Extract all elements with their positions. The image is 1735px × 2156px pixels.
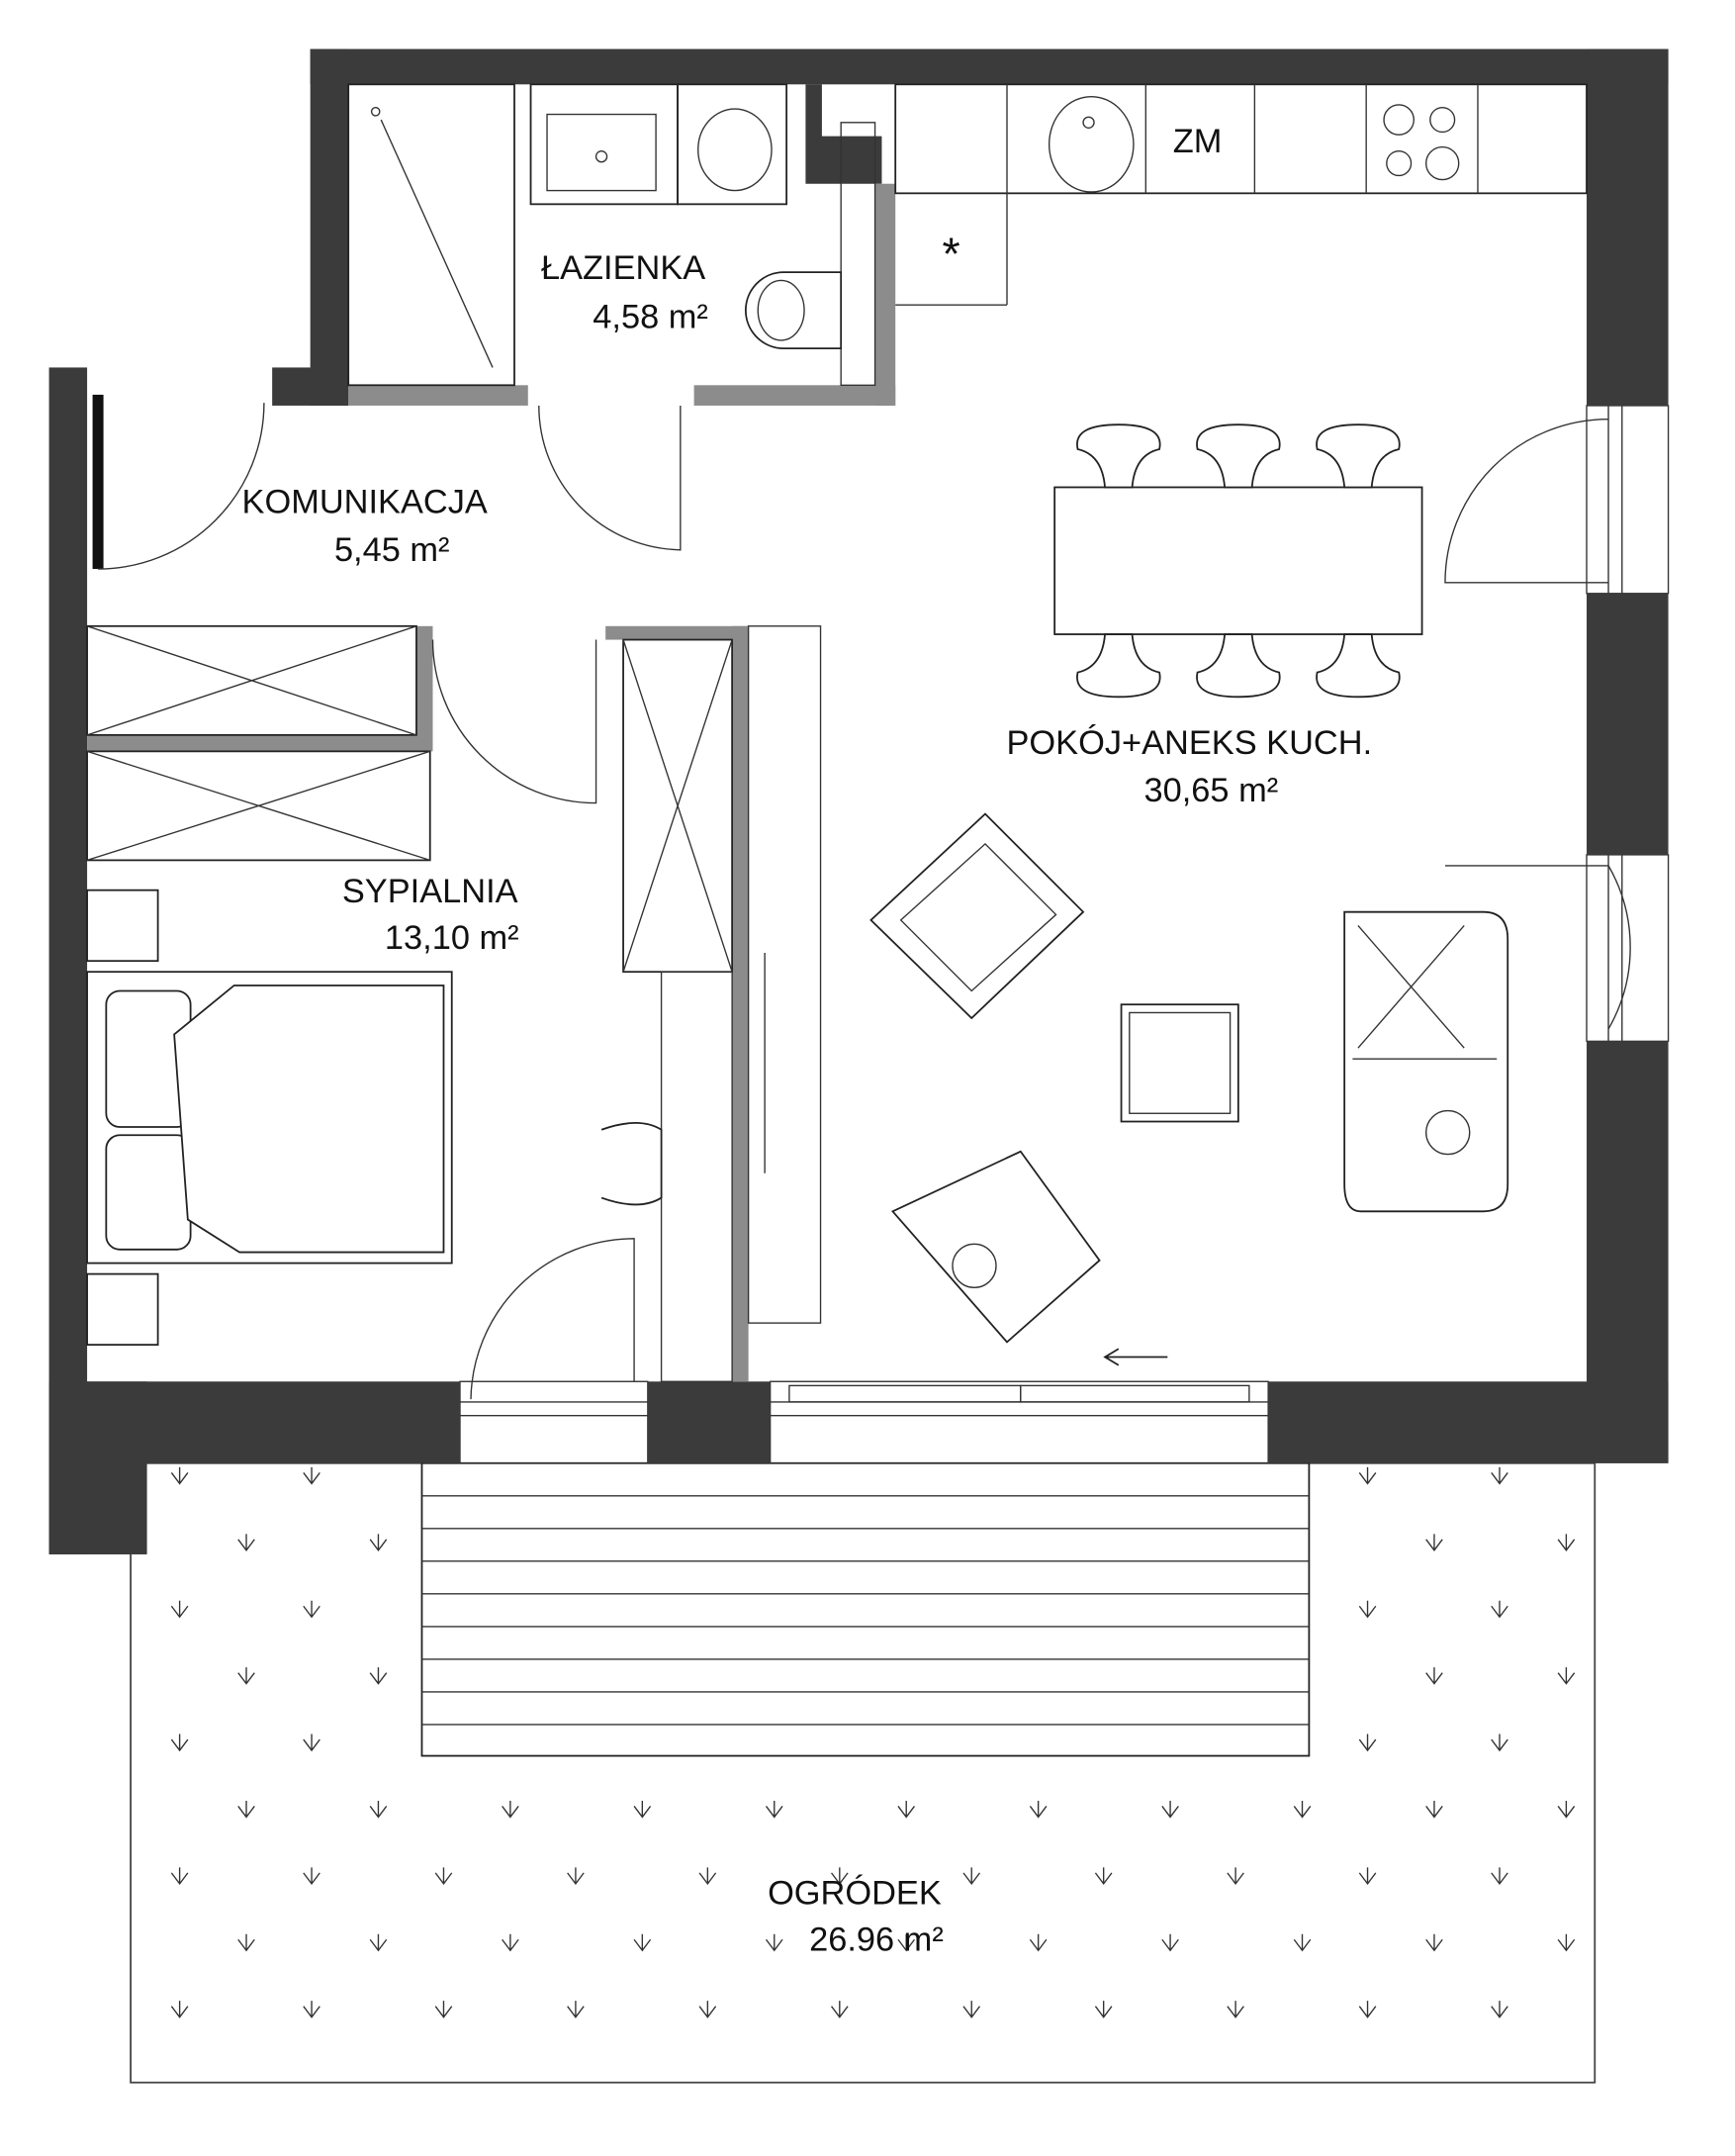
- grass-icon: [1557, 1534, 1576, 1551]
- grass-icon: [1491, 1867, 1508, 1886]
- grass-icon: [1425, 1933, 1443, 1952]
- grass-icon: [1094, 2001, 1113, 2018]
- grass-icon: [1029, 1933, 1048, 1952]
- grass-icon: [1358, 1466, 1377, 1485]
- grass-icon: [897, 1933, 916, 1952]
- fridge-label: ZM: [1173, 123, 1223, 160]
- chair: [1316, 633, 1401, 699]
- grass-icon: [1293, 1800, 1312, 1819]
- kitchen-counter: ZM *: [894, 83, 1588, 306]
- grass-icon: [1557, 1800, 1576, 1819]
- dining-table: [1053, 423, 1423, 699]
- grass-icon: [1029, 1800, 1048, 1819]
- grass-icon: [369, 1800, 388, 1819]
- grass-icon: [434, 2001, 453, 2018]
- grass-icon: [765, 1933, 783, 1952]
- grass-icon: [1161, 1933, 1179, 1952]
- grass-icon: [567, 2001, 585, 2018]
- garden-name: OGRÓDEK: [768, 1874, 942, 1913]
- grass-icon: [170, 2001, 189, 2018]
- grass-icon: [1358, 1734, 1377, 1752]
- grass-icon: [567, 1867, 585, 1886]
- bedroom-furniture: [86, 624, 822, 1382]
- grass-icon: [1358, 1600, 1377, 1619]
- bathroom-area: 4,58 m²: [593, 299, 708, 336]
- bathroom-fixtures: [347, 83, 876, 387]
- grass-icon: [369, 1933, 388, 1952]
- grass-icon: [1491, 1466, 1508, 1485]
- grass-icon: [434, 1867, 453, 1886]
- grass-pattern: [170, 1466, 1576, 2018]
- chair: [1196, 633, 1281, 699]
- grass-icon: [303, 2001, 320, 2018]
- hallway-name: KOMUNIKACJA: [242, 484, 488, 521]
- grass-icon: [237, 1667, 255, 1685]
- living-furniture: [869, 812, 1509, 1344]
- bedroom-area: 13,10 m²: [385, 919, 519, 957]
- grass-icon: [303, 1466, 320, 1485]
- grass-icon: [1358, 2001, 1377, 2018]
- garden: [130, 1461, 1597, 2084]
- grass-icon: [170, 1466, 189, 1485]
- grass-icon: [237, 1534, 255, 1551]
- grass-icon: [698, 1867, 717, 1886]
- grass-icon: [303, 1600, 320, 1619]
- grass-icon: [1358, 1867, 1377, 1886]
- grass-icon: [1491, 1600, 1508, 1619]
- room-labels: ŁAZIENKA 4,58 m² KOMUNIKACJA 5,45 m² SYP…: [242, 249, 1373, 1958]
- grass-icon: [830, 1867, 849, 1886]
- grass-icon: [765, 1800, 783, 1819]
- grass-icon: [1161, 1800, 1179, 1819]
- grass-icon: [830, 2001, 849, 2018]
- grass-icon: [170, 1867, 189, 1886]
- living-area: 30,65 m²: [1144, 772, 1279, 809]
- grass-icon: [170, 1600, 189, 1619]
- grass-icon: [1425, 1800, 1443, 1819]
- grass-icon: [897, 1800, 916, 1819]
- kitchen-marker: *: [942, 228, 959, 279]
- grass-icon: [1094, 1867, 1113, 1886]
- living-name: POKÓJ+ANEKS KUCH.: [1007, 723, 1373, 762]
- doors: [98, 403, 1631, 1400]
- grass-icon: [237, 1933, 255, 1952]
- grass-icon: [633, 1800, 652, 1819]
- grass-icon: [1227, 1867, 1244, 1886]
- grass-icon: [1227, 2001, 1244, 2018]
- exterior-walls: [48, 48, 1669, 1554]
- grass-icon: [303, 1734, 320, 1752]
- grass-icon: [962, 1867, 981, 1886]
- terrace-deck: [420, 1461, 1311, 1757]
- partition-walls: [87, 183, 896, 1382]
- grass-icon: [1425, 1667, 1443, 1685]
- grass-icon: [1491, 2001, 1508, 2018]
- grass-icon: [1293, 1933, 1312, 1952]
- grass-icon: [369, 1667, 388, 1685]
- bathroom-name: ŁAZIENKA: [541, 249, 705, 287]
- grass-icon: [369, 1534, 388, 1551]
- chair: [1196, 423, 1281, 489]
- entry-arrow-icon: [1103, 1348, 1168, 1366]
- grass-icon: [1425, 1534, 1443, 1551]
- grass-icon: [1491, 1734, 1508, 1752]
- garden-area: 26.96 m²: [809, 1921, 944, 1958]
- chair: [1076, 633, 1161, 699]
- grass-icon: [1557, 1933, 1576, 1952]
- grass-icon: [502, 1800, 519, 1819]
- bedroom-name: SYPIALNIA: [342, 873, 518, 910]
- hallway-area: 5,45 m²: [334, 531, 450, 569]
- grass-icon: [962, 2001, 981, 2018]
- grass-icon: [698, 2001, 717, 2018]
- grass-icon: [303, 1867, 320, 1886]
- chair: [1316, 423, 1401, 489]
- chair: [1076, 423, 1161, 489]
- grass-icon: [502, 1933, 519, 1952]
- grass-icon: [237, 1800, 255, 1819]
- grass-icon: [1557, 1667, 1576, 1685]
- grass-icon: [633, 1933, 652, 1952]
- grass-icon: [170, 1734, 189, 1752]
